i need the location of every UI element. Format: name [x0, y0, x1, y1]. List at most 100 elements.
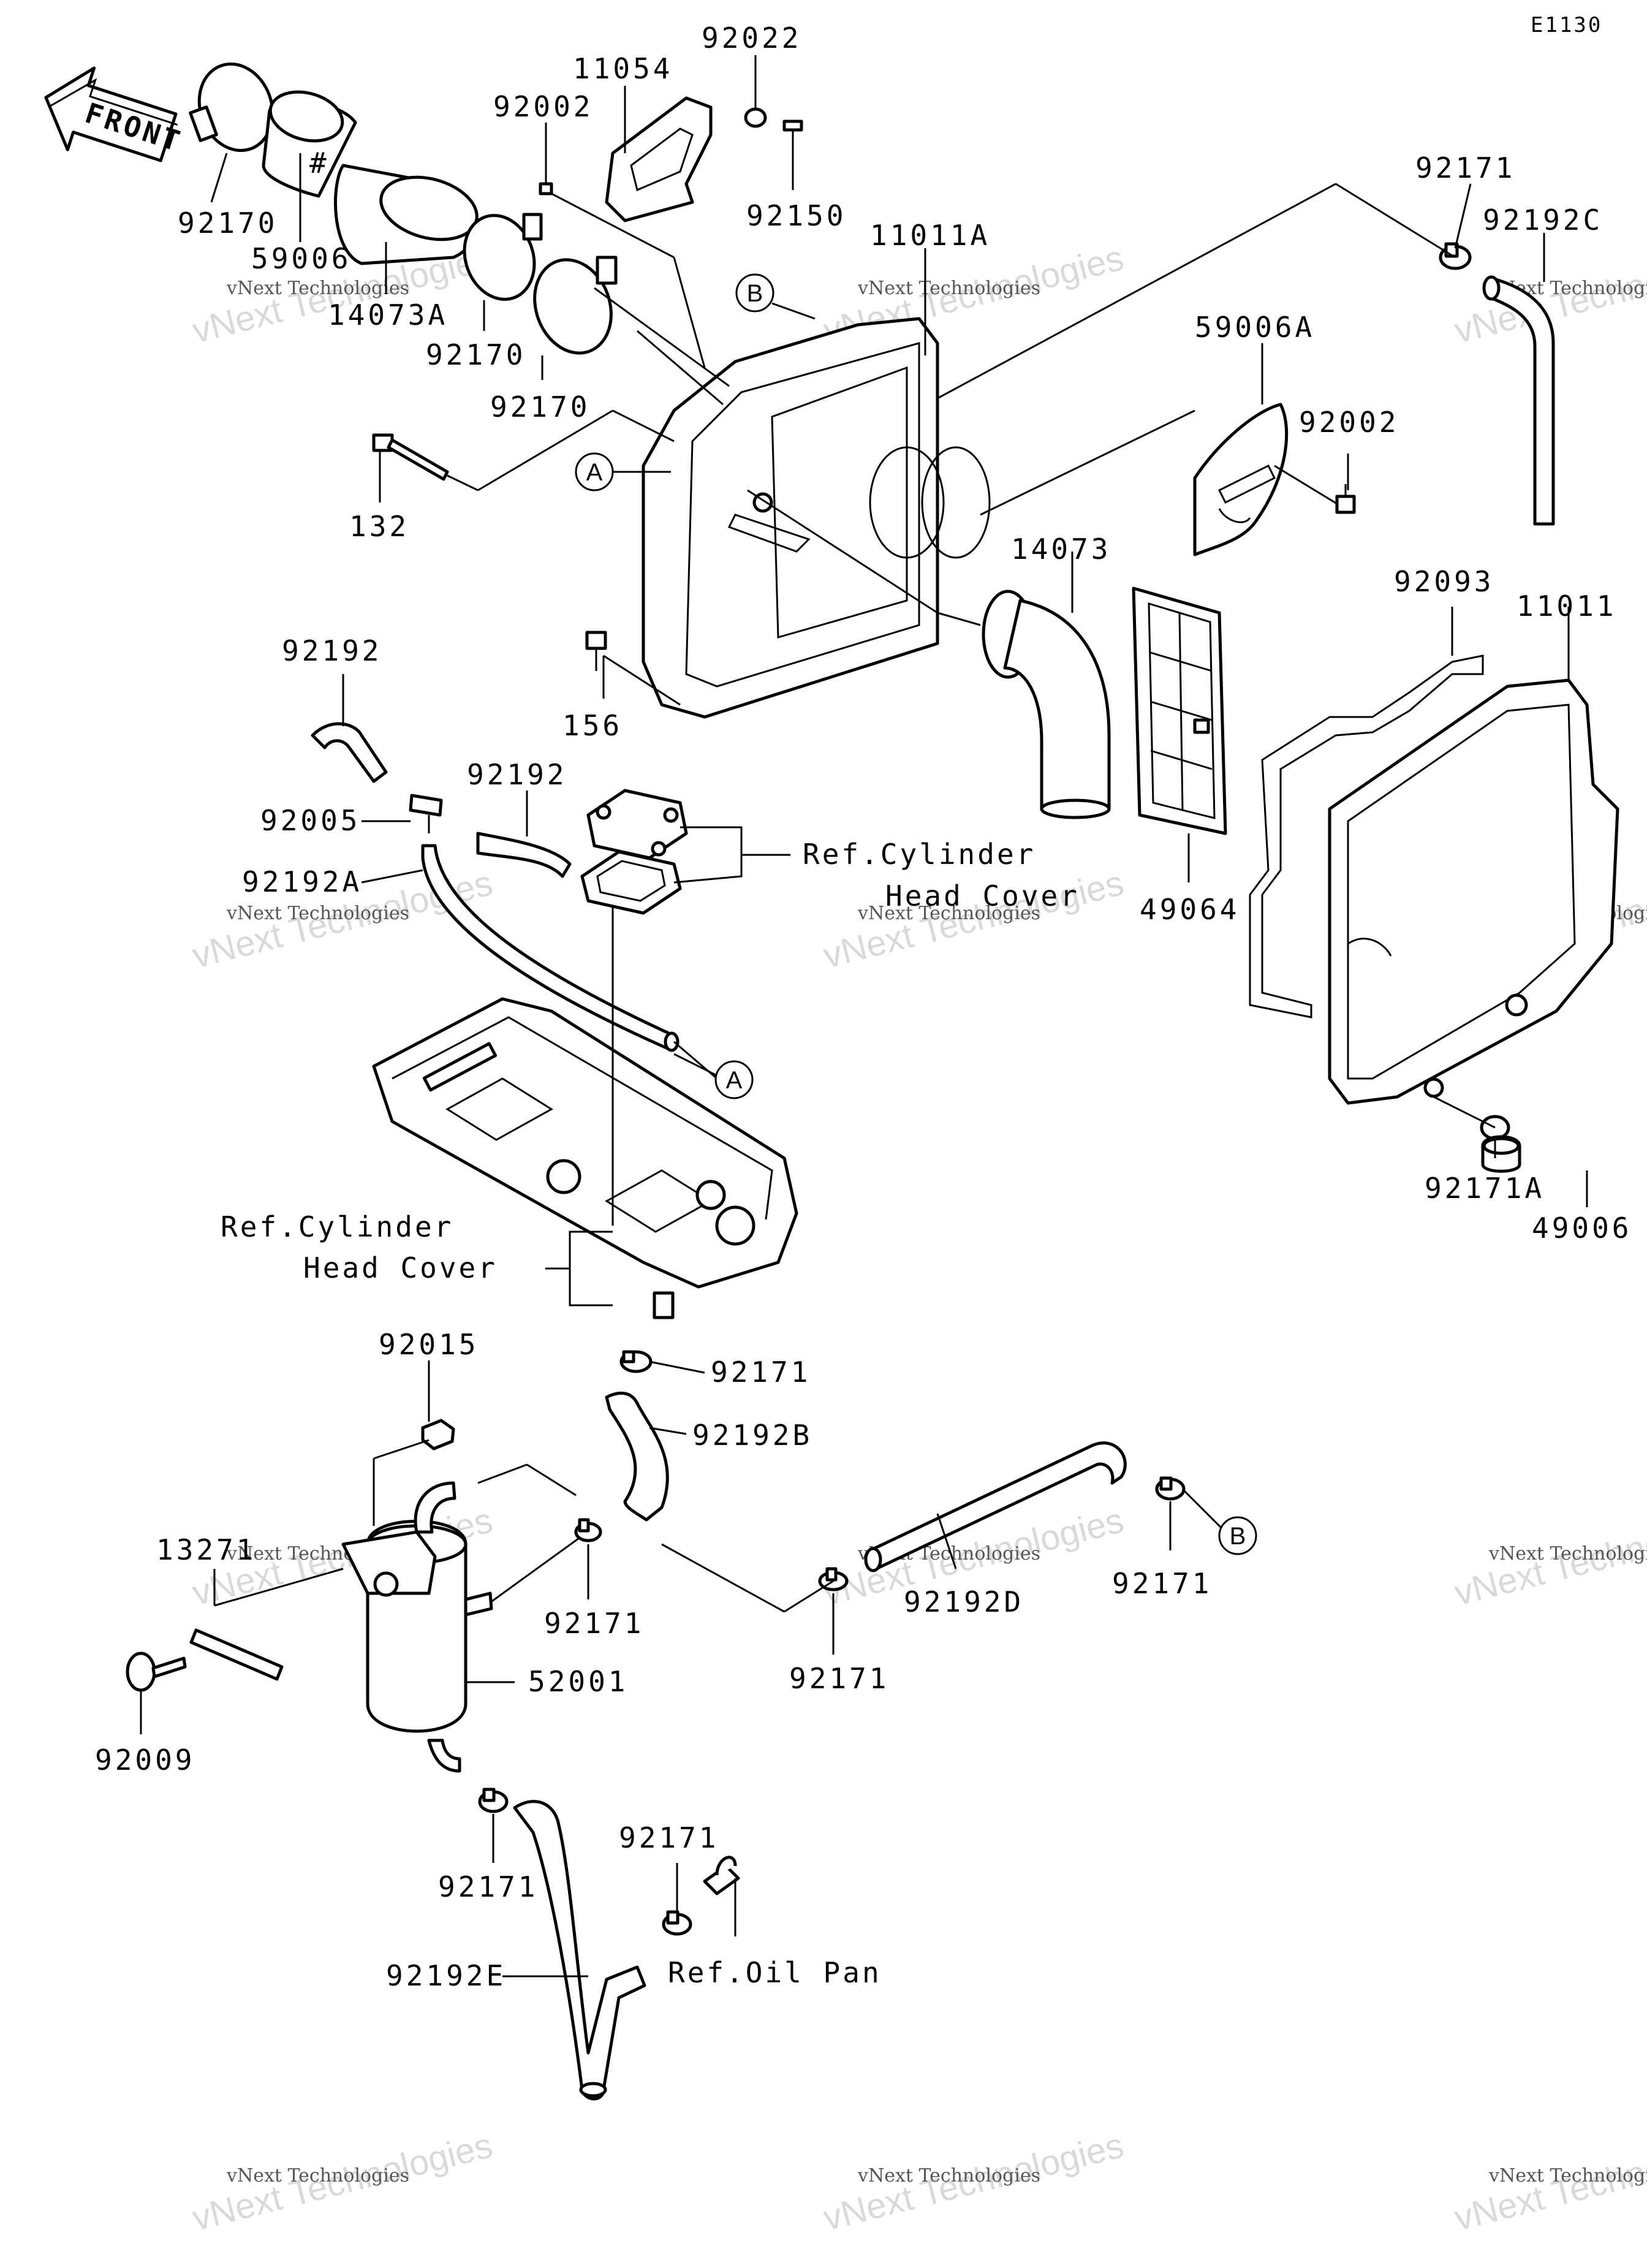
watermark-small: vNext Technologies [226, 2165, 409, 2186]
bracket-11054 [605, 96, 713, 222]
leader-lines [140, 55, 1588, 1978]
hose-92192d [864, 1441, 1127, 1572]
callout-b-1: B [735, 273, 816, 320]
label-92192a: 92192A [242, 865, 362, 898]
label-92170-c: 92170 [490, 390, 590, 423]
nut-92015 [421, 1419, 455, 1451]
watermark-small: vNext Technologies [1488, 1543, 1647, 1564]
svg-text:A: A [726, 1067, 743, 1094]
airbox-11011a [642, 317, 991, 719]
part-labels: 92170 59006 14073A 92170 92170 11054 920… [95, 21, 1629, 1992]
washer-92022 [744, 107, 767, 128]
cover-59006a [1193, 403, 1289, 556]
clamp-92170-a [189, 62, 274, 153]
hose-92192-a [311, 722, 388, 783]
label-92150: 92150 [746, 199, 846, 232]
label-52001: 52001 [528, 1665, 628, 1698]
label-92093: 92093 [1394, 565, 1494, 598]
screw-92009 [126, 1652, 187, 1692]
clamp-92171-g [662, 1910, 692, 1936]
clamp-92171-b [619, 1350, 653, 1373]
label-92022: 92022 [702, 21, 801, 55]
watermark-small: vNext Technologies [857, 903, 1040, 924]
bracket-13271 [189, 1530, 437, 1681]
label-92170-b: 92170 [426, 338, 526, 371]
ref-cylinder-head-1-line2: Head Cover [885, 879, 1080, 912]
watermark-small: vNext Technologies [226, 278, 409, 299]
label-92171a: 92171A [1425, 1172, 1545, 1205]
label-92170-a: 92170 [178, 207, 278, 240]
label-92171-e: 92171 [1112, 1567, 1212, 1600]
label-92015: 92015 [379, 1328, 479, 1361]
watermark-small: vNext Technologies [226, 903, 409, 924]
ref-cylinder-head-2-line2: Head Cover [303, 1251, 498, 1284]
svg-text:A: A [586, 459, 603, 486]
watermark-small: vNext Technologies [857, 2165, 1040, 2186]
hose-92192c [1482, 275, 1555, 526]
ref-cylinder-head-1-line1: Ref.Cylinder [803, 838, 1036, 871]
label-92009: 92009 [95, 1743, 195, 1777]
label-156: 156 [562, 709, 623, 742]
label-13271: 13271 [156, 1533, 256, 1566]
ref-cylinder-head-2-line1: Ref.Cylinder [221, 1210, 453, 1243]
label-11011: 11011 [1516, 590, 1616, 623]
callout-a-1: A [575, 452, 671, 491]
clamp-92171-e [1155, 1476, 1186, 1501]
label-92002-b: 92002 [1299, 406, 1399, 439]
label-92171-c: 92171 [544, 1607, 644, 1640]
screen-49064 [1132, 586, 1227, 835]
label-92005: 92005 [260, 804, 360, 837]
cylinder-head-cover [372, 997, 798, 1289]
label-49064: 49064 [1140, 893, 1240, 926]
clamp-92171-f [478, 1788, 509, 1813]
front-arrow-icon: FRONT [44, 66, 187, 162]
bolt-92002-a [539, 147, 553, 195]
callout-b-2: B [1218, 1516, 1257, 1555]
label-92192c: 92192C [1483, 203, 1603, 237]
label-92192b: 92192B [692, 1419, 812, 1452]
label-92192-a: 92192 [282, 634, 382, 667]
label-11054: 11054 [573, 52, 673, 85]
diagram-code: E1130 [1531, 13, 1602, 37]
hose-92192b [605, 1391, 669, 1522]
bolt-132 [372, 433, 449, 481]
clamp-92171-c [574, 1518, 602, 1542]
watermark-small: vNext Technologies [857, 278, 1040, 299]
clamp-92170-b [463, 213, 543, 301]
fitting-92005 [409, 794, 443, 833]
oil-pan-fitting [703, 1856, 740, 1895]
ref-oil-pan: Ref.Oil Pan [668, 1956, 882, 1989]
label-92192d: 92192D [904, 1585, 1024, 1618]
reference-labels: Ref.Cylinder Head Cover Ref.Cylinder Hea… [221, 838, 1080, 1989]
label-11011a: 11011A [870, 219, 990, 252]
label-59006a: 59006A [1195, 311, 1315, 344]
fitting-head-outlet [653, 1291, 675, 1319]
duct-59006: # [262, 90, 357, 198]
label-132: 132 [349, 510, 409, 543]
svg-text:B: B [747, 280, 763, 307]
cap-49006 [1481, 1135, 1521, 1173]
label-92002-a: 92002 [493, 90, 593, 123]
hose-92192-b [476, 832, 572, 878]
hose-92192e [513, 1800, 646, 2101]
label-92192-b: 92192 [467, 758, 567, 791]
label-14073: 14073 [1011, 533, 1111, 566]
breather-gasket [580, 850, 682, 915]
bolt-92002-b [1335, 484, 1356, 514]
gasket-92093 [1249, 654, 1484, 1018]
hose-92192a [421, 844, 680, 1052]
housing-11011 [1328, 678, 1619, 1105]
screw-92150 [782, 119, 803, 141]
clamp-92170-c [533, 256, 618, 355]
duct-14073a [334, 164, 479, 265]
label-92192e: 92192E [386, 1959, 506, 1992]
callout-a-2: A [673, 1041, 754, 1099]
label-92171-g: 92171 [619, 1821, 719, 1854]
label-92171-a: 92171 [1415, 151, 1515, 184]
breather-cover [586, 789, 688, 860]
svg-text:#: # [309, 146, 330, 180]
duct-14073 [982, 590, 1111, 819]
watermark-small: vNext Technologies [1488, 2165, 1647, 2186]
label-59006: 59006 [251, 242, 351, 275]
